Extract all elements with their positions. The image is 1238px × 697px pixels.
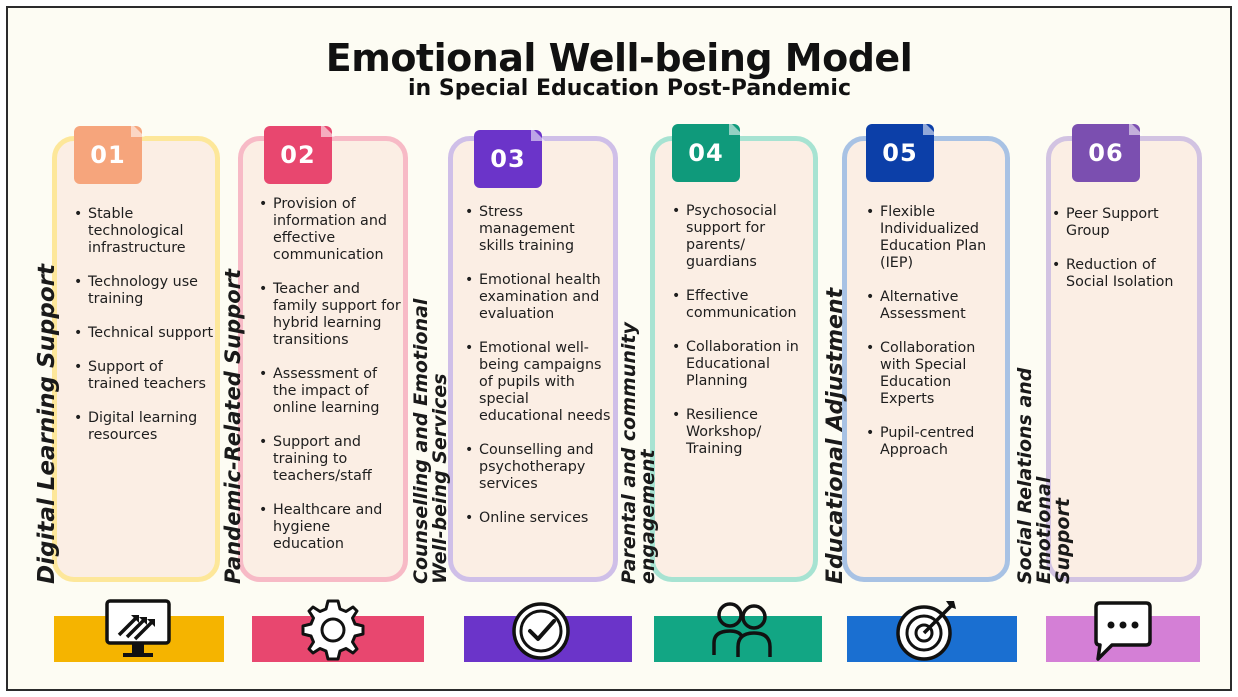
list-item: Counselling and psychotherapy services: [463, 442, 613, 493]
gear-icon: [301, 599, 365, 661]
users-icon: [712, 602, 772, 657]
list-item: Pupil-centred Approach: [864, 425, 1008, 459]
page-subtitle: in Special Education Post-Pandemic: [408, 76, 852, 101]
column-heading-04: Parental and community engagement: [618, 322, 659, 584]
column-heading-03: Counselling and Emotional Well-being Ser…: [410, 298, 451, 584]
list-item: Support of trained teachers: [72, 359, 214, 393]
list-item: Technology use training: [72, 274, 214, 308]
computer-growth-icon: [105, 599, 171, 657]
list-item: Healthcare and hygiene education: [257, 502, 405, 553]
list-item: Alternative Assessment: [864, 289, 1008, 323]
list-item: Teacher and family support for hybrid le…: [257, 281, 405, 349]
list-item: Flexible Individualized Education Plan (…: [864, 204, 1008, 272]
list-item: Psychosocial support for parents/ guardi…: [670, 203, 816, 271]
badge-02: 02: [264, 126, 332, 184]
list-06: Peer Support Group Reduction of Social I…: [1050, 206, 1198, 308]
badge-01: 01: [74, 126, 142, 184]
list-item: Provision of information and effective c…: [257, 196, 405, 264]
list-item: Emotional well-being campaigns of pupils…: [463, 340, 613, 425]
list-item: Reduction of Social Isolation: [1050, 257, 1198, 291]
list-item: Effective communication: [670, 288, 816, 322]
list-item: Collaboration with Special Education Exp…: [864, 340, 1008, 408]
column-heading-05: Educational Adjustment: [823, 287, 848, 584]
list-01: Stable technological infrastructure Tech…: [72, 206, 214, 461]
list-02: Provision of information and effective c…: [257, 196, 405, 570]
list-item: Technical support: [72, 325, 214, 342]
column-heading-06: Social Relations and Emotional Support: [1014, 367, 1074, 584]
list-03: Stress management skills training Emotio…: [463, 204, 613, 544]
list-05: Flexible Individualized Education Plan (…: [864, 204, 1008, 476]
badge-04: 04: [672, 124, 740, 182]
list-item: Emotional health examination and evaluat…: [463, 272, 613, 323]
badge-06: 06: [1072, 124, 1140, 182]
target-icon: [896, 601, 956, 661]
badge-05: 05: [866, 124, 934, 182]
chat-bubble-icon: [1094, 601, 1152, 661]
list-item: Collaboration in Educational Planning: [670, 339, 816, 390]
badge-03: 03: [474, 130, 542, 188]
list-item: Support and training to teachers/staff: [257, 434, 405, 485]
list-04: Psychosocial support for parents/ guardi…: [670, 203, 816, 475]
check-circle-icon: [512, 602, 570, 660]
list-item: Resilience Workshop/ Training: [670, 407, 816, 458]
page-title: Emotional Well-being Model: [325, 36, 913, 80]
list-item: Digital learning resources: [72, 410, 214, 444]
column-heading-02: Pandemic-Related Support: [221, 268, 245, 584]
column-heading-01: Digital Learning Support: [34, 264, 60, 584]
list-item: Stress management skills training: [463, 204, 613, 255]
list-item: Peer Support Group: [1050, 206, 1198, 240]
list-item: Stable technological infrastructure: [72, 206, 214, 257]
list-item: Assessment of the impact of online learn…: [257, 366, 405, 417]
list-item: Online services: [463, 510, 613, 527]
